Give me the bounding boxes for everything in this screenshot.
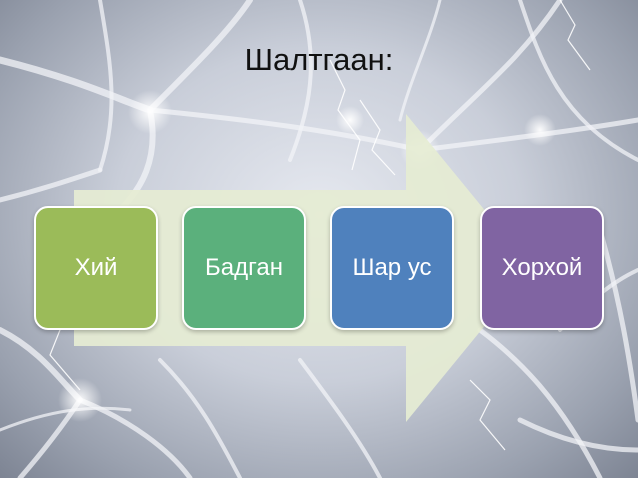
step-label-1: Хий — [74, 254, 118, 281]
step-box-2: Бадган — [182, 206, 306, 330]
step-box-4: Хорхой — [480, 206, 604, 330]
step-label-2: Бадган — [205, 254, 283, 281]
step-label-4: Хорхой — [501, 254, 583, 281]
step-box-1: Хий — [34, 206, 158, 330]
step-box-3: Шар ус — [330, 206, 454, 330]
step-label-3: Шар ус — [352, 254, 432, 281]
slide-title: Шалтгаан: — [244, 42, 394, 77]
